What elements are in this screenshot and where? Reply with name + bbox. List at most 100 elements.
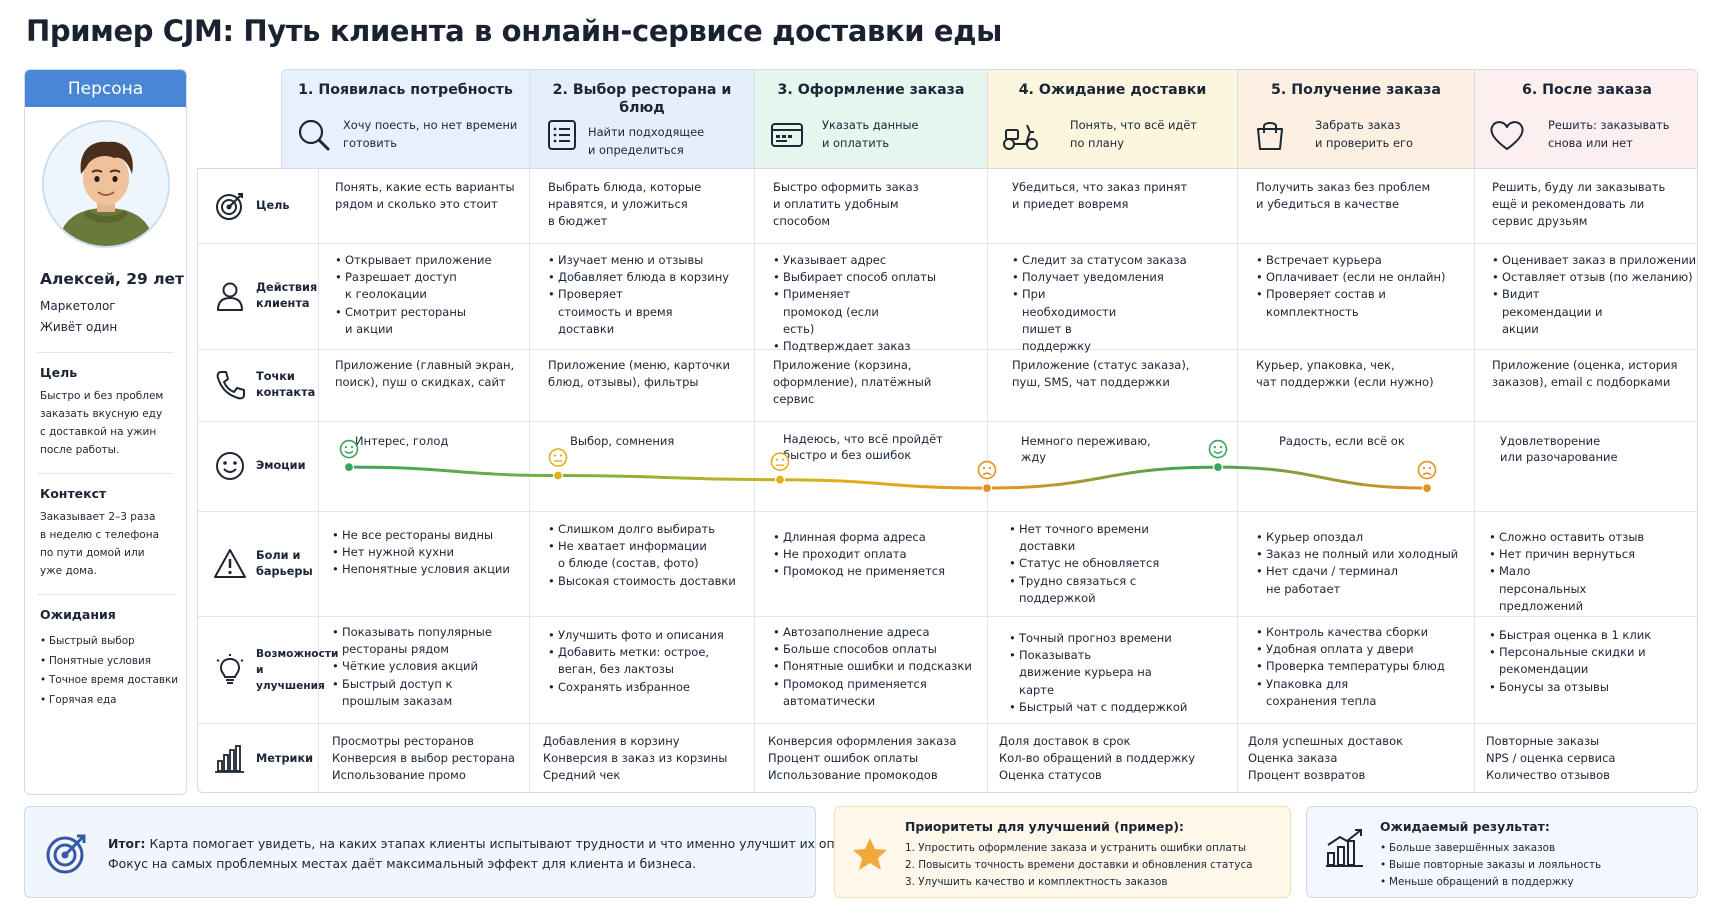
emotion-line: жду	[1021, 450, 1047, 464]
emotion-label-3: Надеюсь, что всё пройдёт быстро и без ош…	[783, 431, 943, 463]
cell-line: пуш, SMS, чат поддержки	[1012, 375, 1170, 390]
summary-line-text: Карта помогает увидеть, на каких этапах …	[149, 836, 856, 851]
metrics-cell-5: Доля успешных доставок Оценка заказа Про…	[1248, 733, 1403, 785]
emotion-line: Радость, если всё ок	[1279, 434, 1405, 448]
row-label-goal: Цель	[198, 169, 318, 243]
touchpoints-cell-5: Курьер, упаковка, чек, чат поддержки (ес…	[1256, 357, 1434, 391]
cell-line: Использование промокодов	[768, 768, 938, 783]
list-item: Быстрая оценка в 1 клик	[1489, 627, 1651, 644]
stage-desc-line: Забрать заказ	[1315, 118, 1401, 132]
opportunities-cell-5: Контроль качества сборки Удобная оплата …	[1256, 624, 1445, 710]
persona-expectations-list: Быстрый выбор Понятные условия Точное вр…	[40, 632, 186, 710]
touchpoints-cell-2: Приложение (меню, карточки блюд, отзывы)…	[548, 357, 730, 391]
list-item: Понятные условия	[40, 652, 186, 672]
cell-line: Получить заказ без проблем	[1256, 180, 1431, 194]
metrics-cell-6: Повторные заказы NPS / оценка сервиса Ко…	[1486, 733, 1615, 785]
metrics-cell-3: Конверсия оформления заказа Процент ошиб…	[768, 733, 956, 785]
list-item: Выбирает способ оплаты	[773, 269, 936, 286]
cell-line: Приложение (статус заказа),	[1012, 358, 1190, 372]
emotion-point	[774, 474, 786, 485]
credit-card-icon	[767, 116, 807, 154]
emotion-curve	[339, 439, 1437, 494]
metrics-cell-4: Доля доставок в срок Кол-во обращений в …	[999, 733, 1195, 785]
persona-header: Персона	[25, 70, 186, 107]
goal-cell-2: Выбрать блюда, которые нравятся, и уложи…	[548, 179, 701, 231]
persona-goal-line: с доставкой на ужин	[40, 426, 157, 438]
cell-line: Доля успешных доставок	[1248, 734, 1404, 748]
search-icon	[294, 116, 334, 154]
star-icon	[851, 836, 889, 872]
pains-cell-4: Нет точного времени доставки Статус не о…	[1009, 521, 1169, 607]
emotion-point	[1212, 462, 1224, 473]
list-item: Промокод не применяется	[773, 563, 945, 580]
divider	[987, 169, 988, 792]
pains-cell-2: Слишком долго выбирать Не хватает информ…	[548, 521, 736, 590]
cell-line: Использование промо	[332, 768, 466, 783]
cell-line: заказов), email с подборками	[1492, 375, 1671, 390]
list-item: Показывать популярные рестораны рядом	[332, 624, 497, 658]
actions-cell-5: Встречает курьера Оплачивает (если не он…	[1256, 252, 1446, 321]
stage-desc: Указать данные и оплатить	[822, 116, 919, 152]
happy-face-icon	[339, 439, 359, 459]
list-item: Нет нужной кухни	[332, 544, 510, 561]
summary-label: Итог:	[108, 836, 146, 851]
result-list: Больше завершённых заказов Выше повторны…	[1380, 840, 1601, 891]
list-item: Быстрый выбор	[40, 632, 186, 652]
emotion-line: Надеюсь, что всё пройдёт	[783, 432, 943, 446]
cell-line: Приложение (меню, карточки	[548, 358, 730, 372]
goal-cell-6: Решить, буду ли заказывать ещё и рекомен…	[1492, 179, 1665, 231]
stage-desc: Хочу поесть, но нет времени готовить	[343, 116, 517, 152]
persona-goal-title: Цель	[40, 365, 78, 380]
cell-line: Быстро оформить заказ	[773, 180, 919, 194]
row-label-text: Действия клиента	[256, 281, 318, 310]
stage-6: 6. После заказа Решить: заказывать снова…	[1475, 70, 1697, 168]
list-item: Проверяет состав и комплектность	[1256, 286, 1396, 320]
goal-cell-5: Получить заказ без проблем и убедиться в…	[1256, 179, 1430, 213]
stage-desc-line: Указать данные	[822, 118, 919, 132]
list-item: 3. Улучшить качество и комплектность зак…	[905, 876, 1168, 888]
cell-line: Процент возвратов	[1248, 768, 1366, 783]
row-label-pains: Боли и барьеры	[198, 511, 318, 616]
list-item: Понятные ошибки и подсказки	[773, 658, 972, 675]
persona-living: Живёт один	[40, 320, 118, 334]
actions-cell-3: Указывает адрес Выбирает способ оплаты П…	[773, 252, 936, 355]
warning-icon	[212, 546, 248, 582]
stage-desc: Забрать заказ и проверить его	[1315, 116, 1413, 152]
list-item: Чёткие условия акций	[332, 658, 502, 675]
list-item: Точное время доставки	[40, 671, 186, 691]
cell-line: в бюджет	[548, 214, 608, 229]
touchpoints-cell-1: Приложение (главный экран, поиск), пуш о…	[335, 357, 514, 391]
man-avatar-icon	[41, 120, 170, 248]
cell-line: и приедет вовремя	[1012, 197, 1129, 212]
cell-line: оформление), платёжный	[773, 375, 932, 390]
cell-line: рядом и сколько это стоит	[335, 197, 498, 212]
stage-4: 4. Ожидание доставки Понять, что всё идё…	[988, 70, 1238, 168]
list-item: Точный прогноз времени	[1009, 630, 1187, 647]
persona-goal-line: Быстро и без проблем	[40, 390, 164, 402]
opportunities-cell-4: Точный прогноз времени Показывать движен…	[1009, 630, 1187, 716]
cell-line: Кол-во обращений в поддержку	[999, 751, 1196, 766]
list-item: Открывает приложение	[335, 252, 492, 269]
cell-line: Убедиться, что заказ принят	[1012, 180, 1188, 194]
list-item: Улучшить фото и описания	[548, 627, 724, 644]
opportunities-cell-1: Показывать популярные рестораны рядом Чё…	[332, 624, 502, 710]
goal-cell-4: Убедиться, что заказ принят и приедет во…	[1012, 179, 1187, 213]
emotion-point	[1421, 483, 1433, 494]
cell-line: сервис друзьям	[1492, 214, 1588, 229]
persona-goal-line: после работы.	[40, 444, 120, 456]
divider	[318, 169, 319, 792]
row-label-text: Цель	[256, 199, 290, 212]
metrics-cell-1: Просмотры ресторанов Конверсия в выбор р…	[332, 733, 515, 785]
result-box: Ожидаемый результат: Больше завершённых …	[1306, 806, 1698, 898]
pains-cell-3: Длинная форма адреса Не проходит оплата …	[773, 529, 945, 581]
list-item: Оставляет отзыв (по желанию)	[1492, 269, 1696, 286]
cell-line: Приложение (корзина,	[773, 358, 912, 372]
actions-cell-6: Оценивает заказ в приложении Оставляет о…	[1492, 252, 1696, 338]
list-item: Применяет промокод (если есть)	[773, 286, 913, 338]
cell-line: Оценка статусов	[999, 768, 1102, 783]
divider	[198, 349, 1697, 350]
sad-face-icon	[1417, 460, 1437, 480]
stage-title: 3. Оформление заказа	[777, 82, 965, 98]
summary-line-text: Фокус на самых проблемных местах даёт ма…	[108, 856, 697, 871]
cell-line: Доля доставок в срок	[999, 734, 1131, 748]
